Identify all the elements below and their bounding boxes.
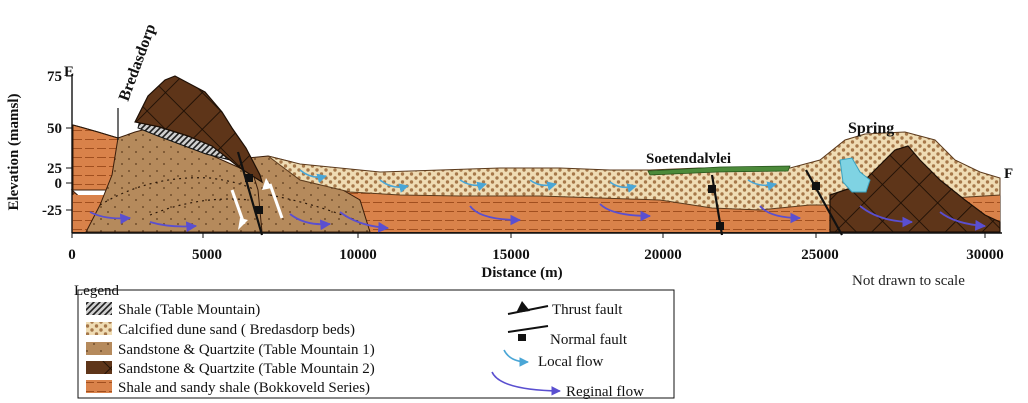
- unit-tm2-right: [829, 145, 1001, 233]
- legend-item-label: Shale and sandy shale (Bokkoveld Series): [118, 380, 370, 396]
- displacement-arrow-up-head: [262, 178, 272, 190]
- y-tick-label: 50: [47, 121, 62, 137]
- x-tick-label: 15000: [492, 247, 530, 263]
- fault-right: [805, 169, 843, 236]
- legend-symbol-label: Local flow: [538, 354, 604, 370]
- regional-flow-arrow: [469, 205, 522, 226]
- regional-flow-arrow: [759, 205, 802, 224]
- spring-water: [839, 157, 871, 193]
- section-body: [70, 75, 1001, 236]
- x-tick-label: 25000: [801, 247, 839, 263]
- legend-item-label: Calcified dune sand ( Bredasdorp beds): [118, 322, 355, 338]
- regional-flow-arrow: [599, 203, 652, 222]
- end-label-left: E: [64, 64, 74, 80]
- legend-item-label: Shale (Table Mountain): [118, 302, 260, 318]
- dotted-contact-2: [149, 198, 251, 216]
- displacement-arrow-up: [268, 183, 284, 219]
- y-axis: 75 50 25 0 -25 Elevation (mamsl): [6, 69, 73, 233]
- local-flow-arrow: [609, 181, 637, 193]
- legend-item-label: Sandstone & Quartzite (Table Mountain 2): [118, 361, 375, 377]
- legend-title: Legend: [74, 283, 119, 299]
- unit-tm2-peak: [134, 75, 264, 184]
- place-label-soetendalvlei: Soetendalvlei: [646, 151, 731, 167]
- x-tick-label: 30000: [966, 247, 1004, 263]
- displacement-arrow-down: [230, 189, 246, 225]
- legend-symbol-label: Thrust fault: [552, 302, 623, 318]
- local-flow-arrow: [529, 179, 557, 191]
- legend-frame: [77, 289, 675, 399]
- displacement-arrow-down-head: [238, 218, 248, 230]
- fault-right-marker: [812, 182, 820, 190]
- local-flow-arrows: [299, 169, 777, 193]
- local-flow-arrow: [459, 179, 487, 191]
- legend-swatch-dune-sand: [86, 322, 112, 335]
- legend-swatch-tm2: [86, 361, 112, 374]
- legend-symbol-label: Normal fault: [550, 332, 628, 348]
- legend-swatch-bokkoveld: [86, 380, 112, 393]
- y-tick-label: -25: [42, 203, 62, 219]
- regional-flow-arrow: [289, 213, 332, 231]
- local-flow-arrow: [379, 179, 409, 193]
- thrust-fault-icon: [507, 301, 549, 315]
- fault-left-marker-2: [255, 206, 263, 214]
- regional-flow-icon: [491, 371, 561, 396]
- place-label-spring: Spring: [848, 120, 894, 137]
- legend: Legend Shale (Table Mountain) Calcified …: [74, 283, 675, 400]
- regional-flow-arrows: [89, 203, 987, 233]
- fault-left-marker-1: [245, 174, 253, 182]
- x-axis-label: Distance (m): [481, 265, 562, 281]
- legend-symbol-label: Reginal flow: [566, 384, 644, 400]
- x-tick-label: 10000: [339, 247, 377, 263]
- hill-outline: [72, 124, 119, 139]
- local-flow-arrow: [299, 169, 327, 183]
- x-tick-label: 0: [68, 247, 76, 263]
- local-flow-arrow: [747, 179, 777, 191]
- legend-item-label: Sandstone & Quartzite (Table Mountain 1): [118, 342, 375, 358]
- normal-fault-icon: [507, 325, 549, 341]
- legend-swatch-shale-tm: [86, 302, 112, 315]
- regional-flow-arrow: [939, 211, 987, 231]
- x-tick-label: 20000: [644, 247, 682, 263]
- y-tick-label: 0: [55, 176, 63, 192]
- regional-flow-arrow: [89, 211, 132, 225]
- x-tick-label: 5000: [192, 247, 222, 263]
- fault-middle-marker-1: [708, 185, 716, 193]
- y-tick-label: 75: [47, 69, 62, 85]
- soetendalvlei-wetland: [647, 165, 791, 176]
- local-flow-icon: [503, 349, 529, 367]
- y-axis-label: Elevation (mamsl): [6, 93, 22, 210]
- regional-flow-arrow: [149, 221, 198, 233]
- legend-swatch-tm1: [86, 342, 112, 355]
- x-axis: 0 5000 10000 15000 20000 25000 30000 Dis…: [68, 232, 1004, 281]
- fault-middle-marker-2: [716, 222, 724, 230]
- y-tick-label: 25: [47, 161, 62, 177]
- dotted-contact-1: [99, 177, 256, 206]
- scale-note: Not drawn to scale: [852, 273, 965, 289]
- fault-left: [236, 151, 264, 236]
- end-label-right: F: [1004, 166, 1013, 182]
- regional-flow-arrow: [339, 211, 390, 233]
- regional-flow-arrow: [859, 205, 914, 228]
